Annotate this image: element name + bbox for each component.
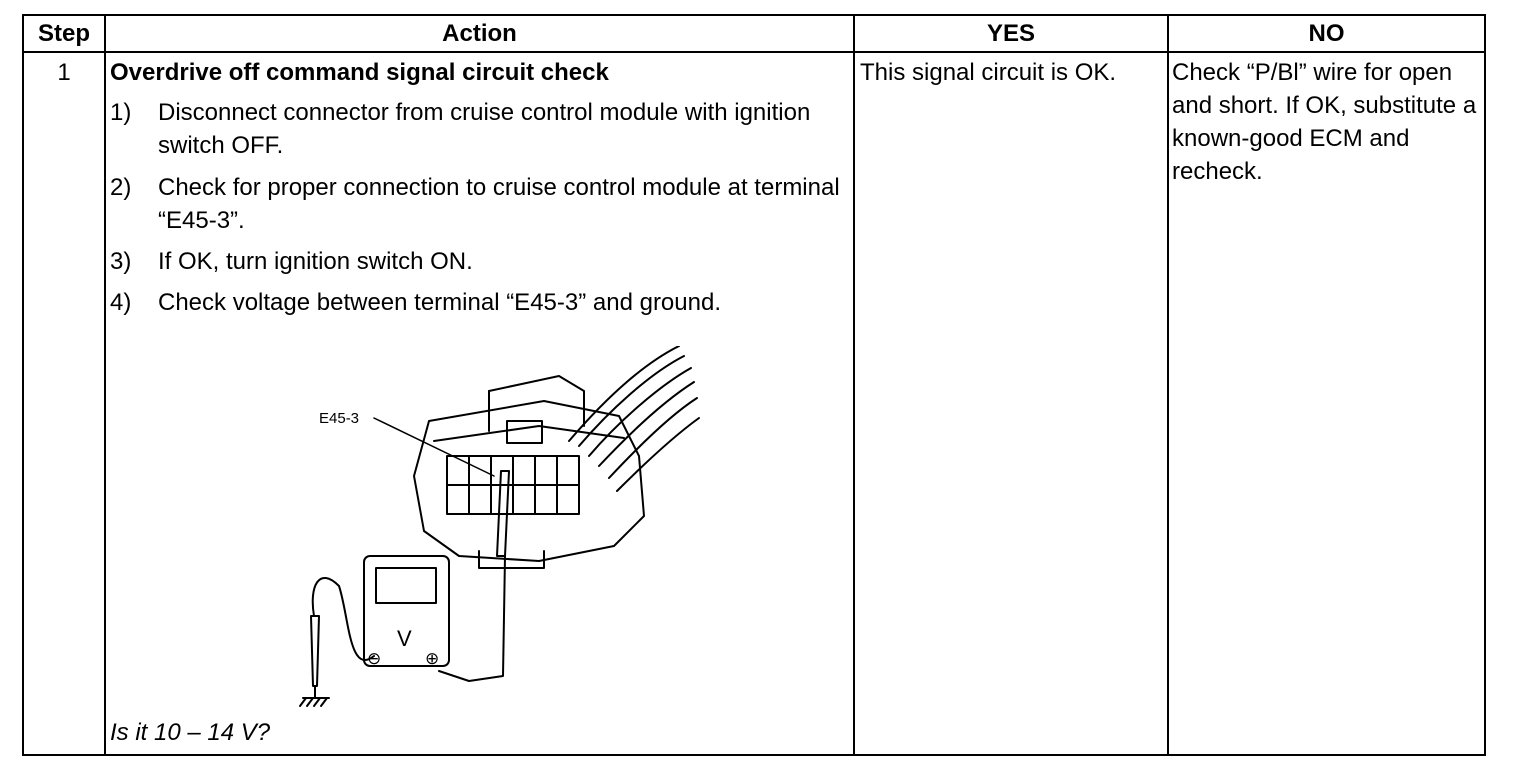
question-text: Is it 10 – 14 V? xyxy=(110,719,271,746)
header-no: NO xyxy=(1308,20,1345,47)
no-result: Check “P/Bl” wire for open and short. If… xyxy=(1172,59,1477,185)
voltmeter: V ⊖ ⊕ xyxy=(363,555,450,668)
column-divider xyxy=(1167,16,1169,754)
terminal-leader-line xyxy=(373,417,495,477)
ground-symbol-icon xyxy=(299,697,330,707)
minus-terminal: ⊖ xyxy=(367,649,381,668)
terminal-label: E45-3 xyxy=(319,410,359,427)
action-step-text: If OK, turn ignition switch ON. xyxy=(158,248,473,275)
action-step-text: Check voltage between terminal “E45-3” a… xyxy=(158,289,721,316)
action-step-text: Check for proper connection to cruise co… xyxy=(158,174,840,234)
plus-terminal: ⊕ xyxy=(425,649,439,668)
probe xyxy=(438,470,510,682)
action-step-number: 3) xyxy=(110,248,132,275)
action-step-number: 1) xyxy=(110,99,132,126)
header-divider xyxy=(24,51,1484,53)
header-step: Step xyxy=(37,20,90,47)
header-action: Action xyxy=(442,20,517,47)
diagnostic-table: Step Action YES NO 1 Overdrive off comma… xyxy=(22,14,1486,756)
action-step-number: 2) xyxy=(110,174,132,201)
action-step-text: Disconnect connector from cruise control… xyxy=(158,99,811,159)
connector xyxy=(413,375,645,569)
ground-lead xyxy=(310,576,375,699)
header-yes: YES xyxy=(986,20,1036,47)
column-divider xyxy=(104,16,106,754)
wire-harness xyxy=(568,346,700,492)
connector-voltmeter-illustration: E45-3 V ⊖ ⊕ xyxy=(299,346,700,707)
column-divider xyxy=(853,16,855,754)
yes-result: This signal circuit is OK. xyxy=(860,59,1117,86)
action-step-number: 4) xyxy=(110,289,132,316)
step-number: 1 xyxy=(57,59,71,86)
action-title: Overdrive off command signal circuit che… xyxy=(110,59,609,86)
voltmeter-symbol: V xyxy=(397,626,412,651)
